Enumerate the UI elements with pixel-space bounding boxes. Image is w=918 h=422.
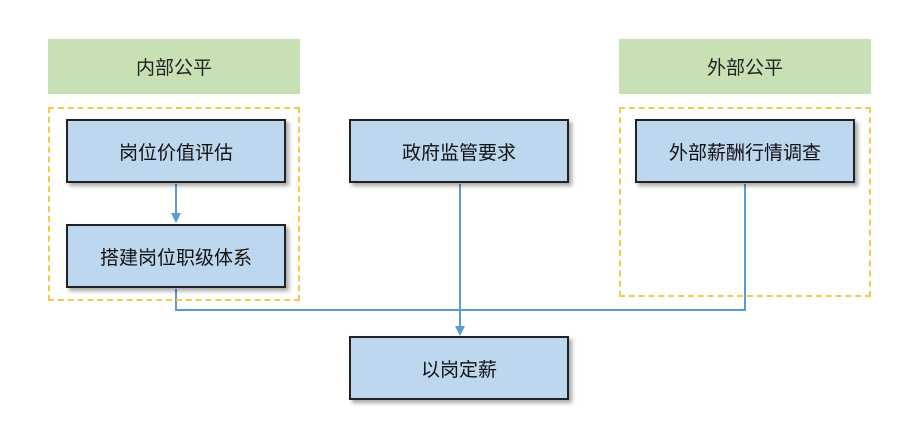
header-internal-label: 内部公平	[135, 57, 212, 79]
node-build-grade-system-label: 搭建岗位职级体系	[99, 246, 252, 269]
header-external-fairness: 外部公平	[619, 39, 871, 94]
node-gov-regulation: 政府监管要求	[349, 119, 569, 183]
connector-survey-to-result	[460, 184, 746, 311]
header-internal-fairness: 内部公平	[48, 39, 300, 94]
node-job-value-eval-label: 岗位价值评估	[118, 141, 233, 164]
node-result-label: 以岗定薪	[420, 358, 497, 381]
node-build-grade-system: 搭建岗位职级体系	[66, 224, 286, 288]
node-result: 以岗定薪	[349, 336, 569, 400]
node-external-survey-label: 外部薪酬行情调查	[668, 141, 821, 164]
internal-group	[48, 107, 300, 301]
header-external-label: 外部公平	[706, 57, 783, 79]
external-group	[619, 107, 871, 297]
node-external-survey: 外部薪酬行情调查	[635, 119, 855, 183]
connector-grade-to-result	[175, 289, 460, 311]
node-gov-regulation-label: 政府监管要求	[401, 141, 516, 164]
node-job-value-eval: 岗位价值评估	[66, 119, 286, 183]
